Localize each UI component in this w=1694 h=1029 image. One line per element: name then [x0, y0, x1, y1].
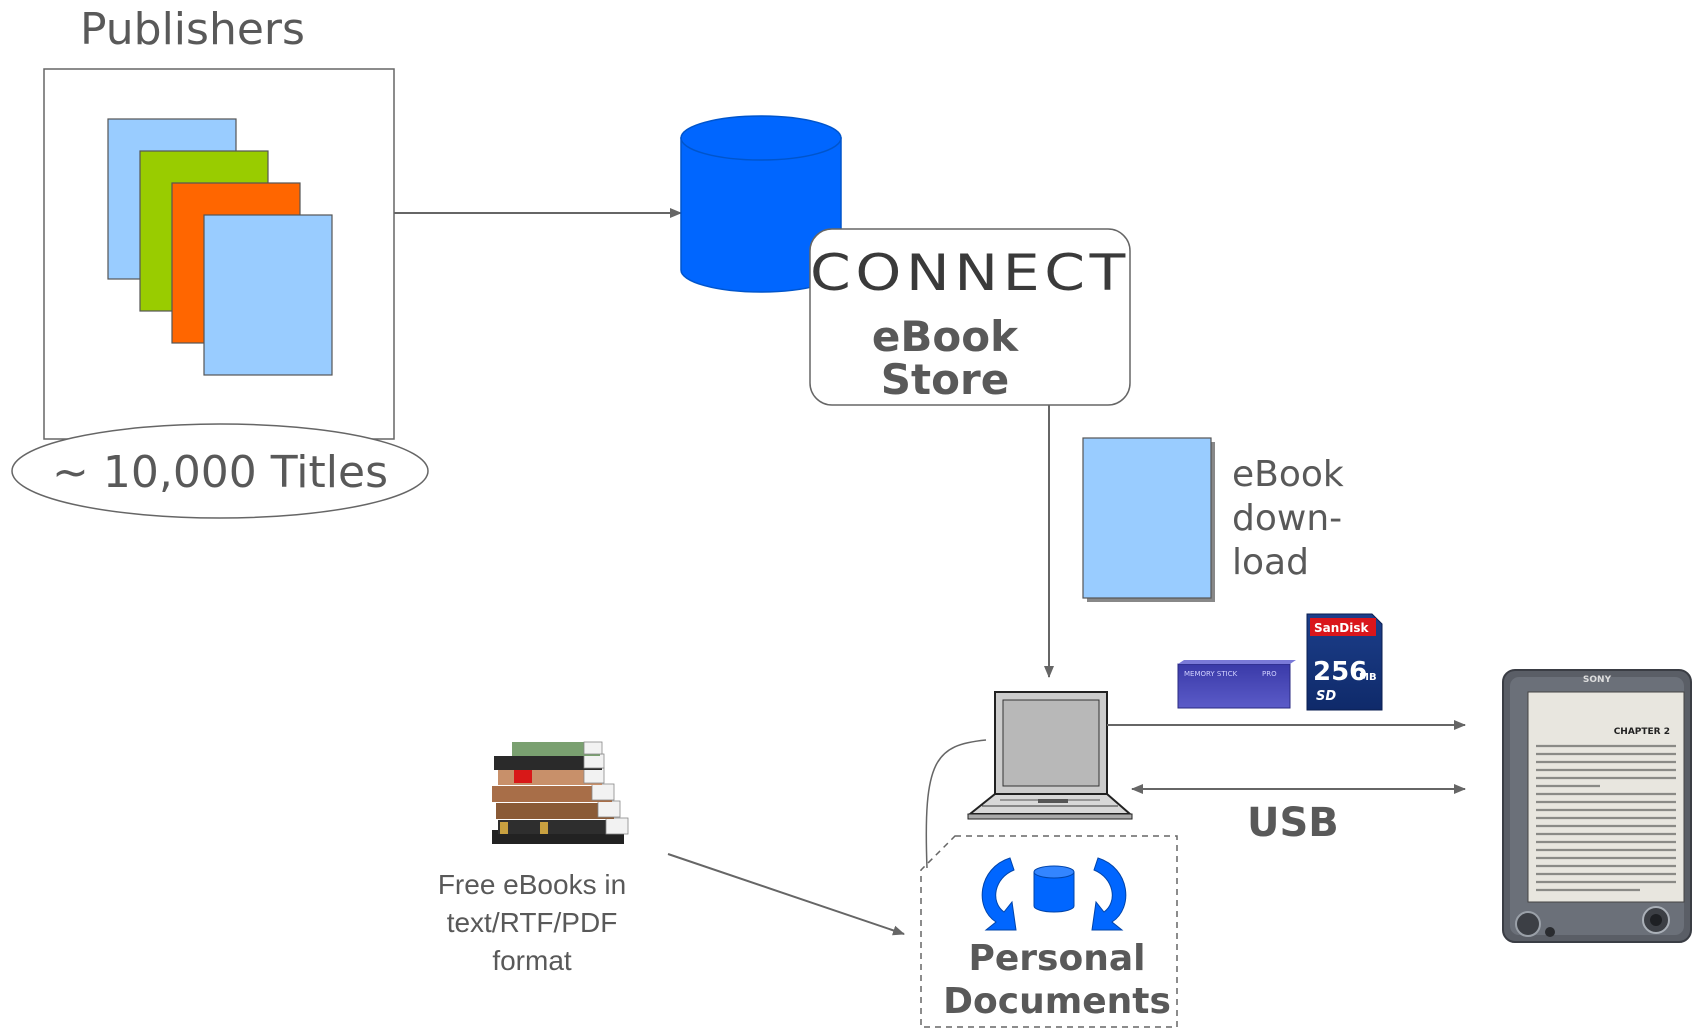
titles-count-label: ~ 10,000 Titles — [52, 447, 388, 498]
sd-brand-label: SanDisk — [1314, 621, 1370, 635]
download-label-line3: load — [1232, 542, 1309, 583]
reader-brand-label: SONY — [1583, 675, 1612, 685]
reader-chapter-label: CHAPTER 2 — [1614, 727, 1670, 737]
store-database-icon — [680, 115, 842, 293]
sd-card-icon: SanDisk 256 MB SD — [1306, 613, 1383, 711]
publishers-title: Publishers — [80, 4, 305, 55]
download-label-line2: down- — [1232, 498, 1342, 539]
memory-stick-pro-label: PRO — [1262, 670, 1277, 678]
store-name-line2: Store — [881, 355, 1009, 404]
ebook-store-box — [809, 228, 1131, 406]
memory-stick-label: MEMORY STICK — [1184, 670, 1238, 678]
memory-stick-icon: MEMORY STICK PRO — [1177, 660, 1296, 709]
usb-label: USB — [1247, 800, 1339, 846]
sync-database-icon — [981, 857, 1127, 931]
publisher-documents-icon — [107, 118, 333, 376]
sony-reader-icon: SONY CHAPTER 2 — [1502, 669, 1692, 943]
free-ebooks-line1: Free eBooks in — [438, 869, 626, 900]
reader-page-text — [1536, 744, 1676, 892]
laptop-icon — [967, 691, 1133, 820]
free-books-to-documents-arrow — [667, 853, 905, 936]
sd-unit-label: MB — [1359, 672, 1377, 683]
downloaded-ebook-page — [1082, 437, 1212, 599]
books-stack-icon — [492, 741, 629, 844]
personal-documents-line1: Personal — [969, 938, 1146, 979]
connect-logo: CONNECT — [810, 244, 1130, 302]
personal-documents-line2: Documents — [943, 981, 1171, 1022]
laptop-to-documents-connector — [925, 739, 987, 869]
sd-logo-label: SD — [1316, 689, 1336, 704]
store-name-line1: eBook — [872, 312, 1019, 361]
titles-count-ellipse — [11, 423, 429, 519]
free-ebooks-line3: format — [492, 945, 572, 976]
free-ebooks-line2: text/RTF/PDF — [447, 907, 618, 938]
sd-capacity-label: 256 — [1313, 657, 1367, 687]
download-label-line1: eBook — [1232, 454, 1344, 495]
